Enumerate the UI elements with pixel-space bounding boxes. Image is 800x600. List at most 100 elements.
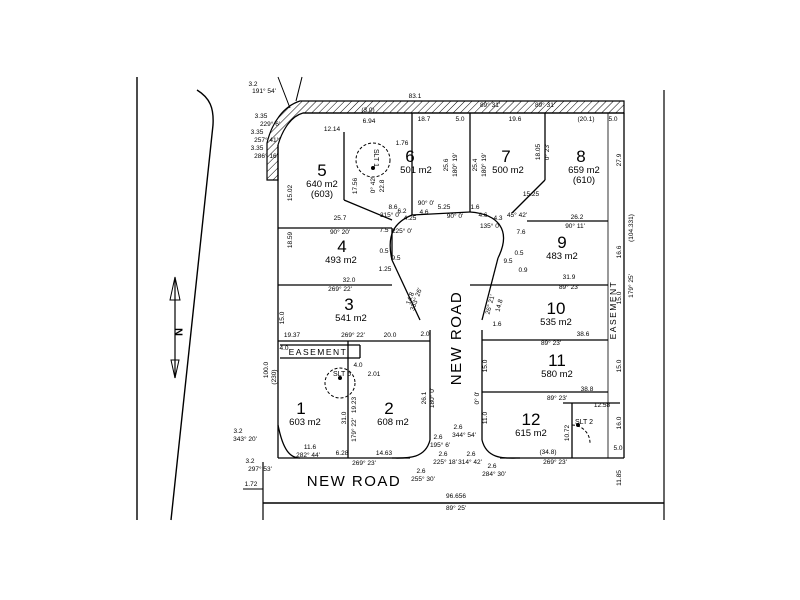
dimension-label: 9.5 [391, 255, 400, 262]
dimension-label: 15.0 [616, 291, 623, 304]
lot-5-number: 5 [317, 161, 326, 180]
slt-2-label: SLT 2 [575, 419, 593, 426]
dimension-label: 284° 30' [482, 470, 506, 478]
dimension-label: 0.9 [518, 267, 527, 274]
dimension-label: 3.35 [251, 145, 264, 152]
dimension-label: 27.9 [616, 153, 623, 166]
easement-label-left: EASEMENT [289, 347, 348, 357]
dimension-label: 89° 23' [547, 394, 567, 402]
dimension-label: 19.6 [509, 116, 522, 123]
lot-11-area: 580 m2 [541, 369, 573, 380]
lot-8-area-original: (610) [573, 175, 595, 186]
dimension-label: 1.72 [245, 481, 258, 488]
dimension-label: 5.0 [455, 116, 464, 123]
dimension-label: 1.6 [492, 321, 501, 328]
road-name-center: NEW ROAD [448, 291, 465, 386]
lot-1-number: 1 [296, 399, 305, 418]
dimension-label: 315° 0' [380, 211, 400, 219]
dimension-label: 38.8 [581, 386, 594, 393]
dimension-label: 180° 0' [428, 388, 436, 408]
dimension-label: 179° 22' [350, 418, 358, 442]
road-name-bottom: NEW ROAD [307, 473, 402, 490]
dimension-label: 269° 23' [543, 458, 567, 466]
north-label: N [172, 328, 184, 336]
easement-label-right: EASEMENT [608, 281, 618, 340]
dimension-label: 8.6 [388, 204, 397, 211]
dimension-label: 20.0 [384, 332, 397, 339]
dimension-label: 90° 20' [330, 228, 350, 236]
lot-3-number: 3 [344, 295, 353, 314]
dimension-label: 3.2 [233, 428, 242, 435]
dimension-label: 4.0 [353, 362, 362, 369]
dimension-label: 15.02 [287, 184, 294, 201]
dimension-label: 257° 41' [254, 136, 278, 144]
dimension-label: 2.6 [487, 463, 496, 470]
dimension-label: 22.8 [379, 179, 386, 192]
dimension-label: 89° 31' [535, 101, 555, 109]
dimension-label: 32.0 [343, 277, 356, 284]
dimension-label: 83.1 [409, 93, 422, 100]
dimension-label: 4.25 [404, 215, 417, 222]
dimension-label: 2.6 [466, 451, 475, 458]
dimension-labels: 83.1 89° 31' 89° 31' 18.7 5.0 19.6 (20.1… [233, 81, 635, 512]
dimension-label: 0.5 [514, 250, 523, 257]
lot-7-number: 7 [501, 147, 510, 166]
dimension-label: 269° 22' [328, 285, 352, 293]
dimension-label: 314° 42' [458, 458, 482, 466]
dimension-label: 4.6 [419, 209, 428, 216]
dimension-label: 225° 18' [433, 458, 457, 466]
slt2-arc [571, 424, 591, 444]
slt-6-label: SLT 6 [333, 371, 351, 378]
dimension-label: 89° 23' [559, 283, 579, 291]
dimension-label: 2.6 [438, 451, 447, 458]
dimension-label: 16.0 [616, 416, 623, 429]
slt-1-label: SLT 1 [372, 149, 379, 167]
dimension-label: 11.0 [482, 412, 489, 425]
dimension-label: 2.6 [416, 468, 425, 475]
dimension-label: 89° 23' [541, 339, 561, 347]
dimension-label: 3.2 [245, 458, 254, 465]
dimension-label: 26.1 [421, 391, 428, 404]
dimension-label: 9.5 [503, 258, 512, 265]
dimension-label: 4.6 [478, 212, 487, 219]
dimension-label: 18.59 [287, 231, 294, 248]
slt-circles [324, 142, 591, 444]
lot-1-area: 603 m2 [289, 417, 321, 428]
dimension-label: 4.3 [493, 215, 502, 222]
lot-2-area: 608 m2 [377, 417, 409, 428]
dimension-label: (34.8) [540, 449, 557, 456]
dimension-label: (3.0) [361, 107, 374, 114]
dimension-label: 3.35 [255, 113, 268, 120]
dimension-label: 12.58 [594, 402, 611, 409]
dimension-label: 90° 11' [565, 222, 585, 230]
lot-5-area-original: (603) [311, 189, 333, 200]
dimension-label: 15.25 [523, 191, 540, 198]
dimension-label: 90° 0' [447, 212, 464, 220]
lot-4-area: 493 m2 [325, 255, 357, 266]
dimension-label: 15.0 [279, 311, 286, 324]
dimension-label: 344° 54' [452, 431, 476, 439]
lot-boundaries [277, 112, 625, 459]
dimension-label: 26.2 [571, 214, 584, 221]
lot-labels: 1 603 m2 2 608 m2 3 541 m2 4 493 m2 5 64… [289, 147, 600, 439]
dimension-label: 5.0 [608, 116, 617, 123]
dimension-label: 297° 53' [248, 465, 272, 473]
dimension-label: 89° 31' [480, 101, 500, 109]
dimension-label: 195° 6' [430, 441, 450, 449]
dimension-label: 15.0 [482, 359, 489, 372]
dimension-label: 14.63 [376, 450, 393, 457]
dimension-label: 18.7 [418, 116, 431, 123]
dimension-label: 0° 42' [369, 177, 377, 194]
lot-7-area: 500 m2 [492, 165, 524, 176]
dimension-label: 180° 19' [451, 153, 459, 177]
dimension-label: 269° 22' [341, 331, 365, 339]
dimension-label: 286° 16' [254, 152, 278, 160]
lot-2-number: 2 [384, 399, 393, 418]
dimension-label: 16.6 [616, 245, 623, 258]
dimension-label: 90° 0' [418, 199, 435, 207]
dimension-label: 6.2 [397, 208, 406, 215]
dimension-label: (230) [271, 369, 278, 384]
lot-10-number: 10 [547, 299, 566, 318]
lot-8-area: 659 m2 [568, 165, 600, 176]
dimension-label: 14.8 [405, 291, 416, 306]
